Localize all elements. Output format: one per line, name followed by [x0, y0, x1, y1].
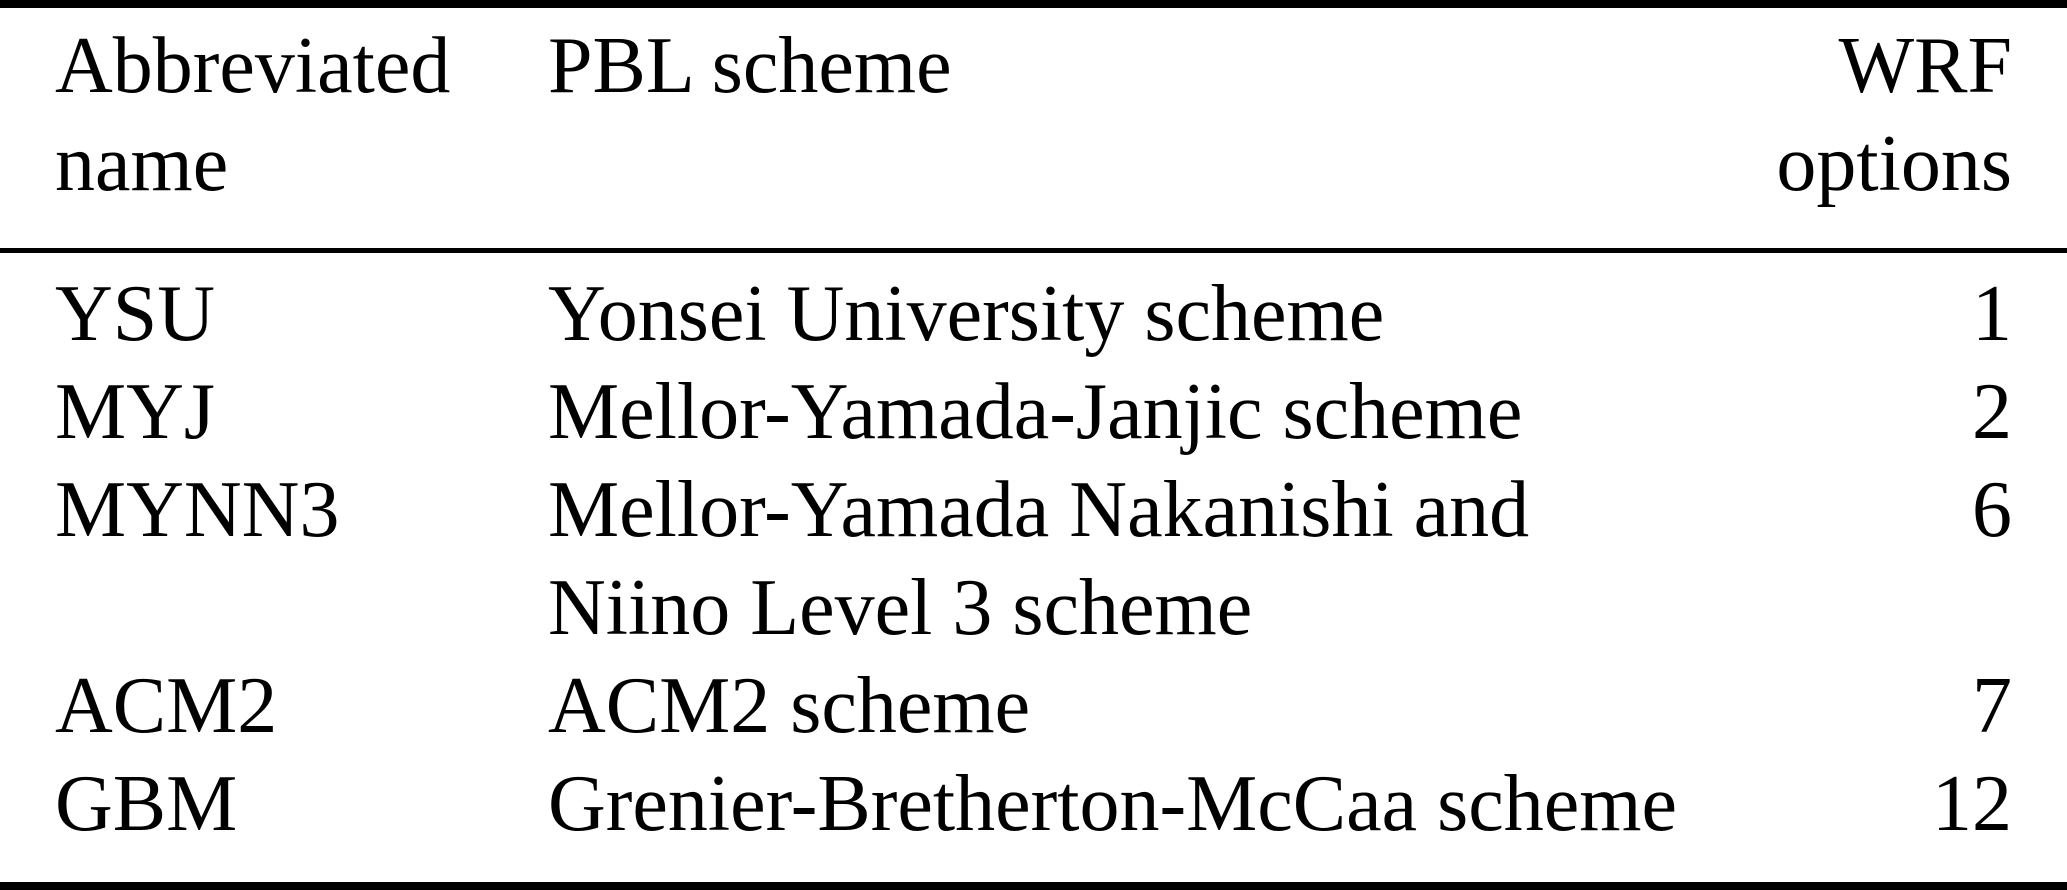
header-pbl-scheme: PBL scheme	[548, 22, 952, 110]
table-row-mynn3: MYNN3 Mellor-Yamada Nakanishi and Niino …	[0, 461, 2067, 657]
table-row-gbm: GBM Grenier-Bretherton-McCaa scheme 12	[0, 755, 2067, 886]
abbr-cell: GBM	[55, 760, 238, 848]
wrf-option-cell: 12	[1932, 760, 2012, 848]
table-row-ysu: YSU Yonsei University scheme 1	[0, 251, 2067, 364]
wrf-option-cell: 1	[1972, 270, 2012, 358]
header-abbreviated-name: Abbreviated name	[55, 22, 451, 208]
scheme-cell: Yonsei University scheme	[548, 270, 1385, 358]
header-wrf-options: WRF options	[1776, 22, 2012, 208]
abbr-cell: ACM2	[55, 662, 278, 750]
abbr-cell: MYJ	[55, 368, 216, 456]
abbr-cell: YSU	[55, 270, 216, 358]
table-row-acm2: ACM2 ACM2 scheme 7	[0, 657, 2067, 755]
table-body: YSU Yonsei University scheme 1 MYJ Mello…	[0, 251, 2067, 887]
table-row-myj: MYJ Mellor-Yamada-Janjic scheme 2	[0, 363, 2067, 461]
wrf-option-cell: 6	[1972, 466, 2012, 554]
header-row: Abbreviated name PBL scheme WRF options	[0, 4, 2067, 251]
scheme-cell: Mellor-Yamada Nakanishi and Niino Level …	[548, 466, 1530, 652]
wrf-option-cell: 7	[1972, 662, 2012, 750]
table-header: Abbreviated name PBL scheme WRF options	[0, 4, 2067, 251]
scheme-cell: Mellor-Yamada-Janjic scheme	[548, 368, 1523, 456]
abbr-cell: MYNN3	[55, 466, 340, 554]
scheme-cell: ACM2 scheme	[548, 662, 1031, 750]
wrf-option-cell: 2	[1972, 368, 2012, 456]
scheme-cell: Grenier-Bretherton-McCaa scheme	[548, 760, 1677, 848]
